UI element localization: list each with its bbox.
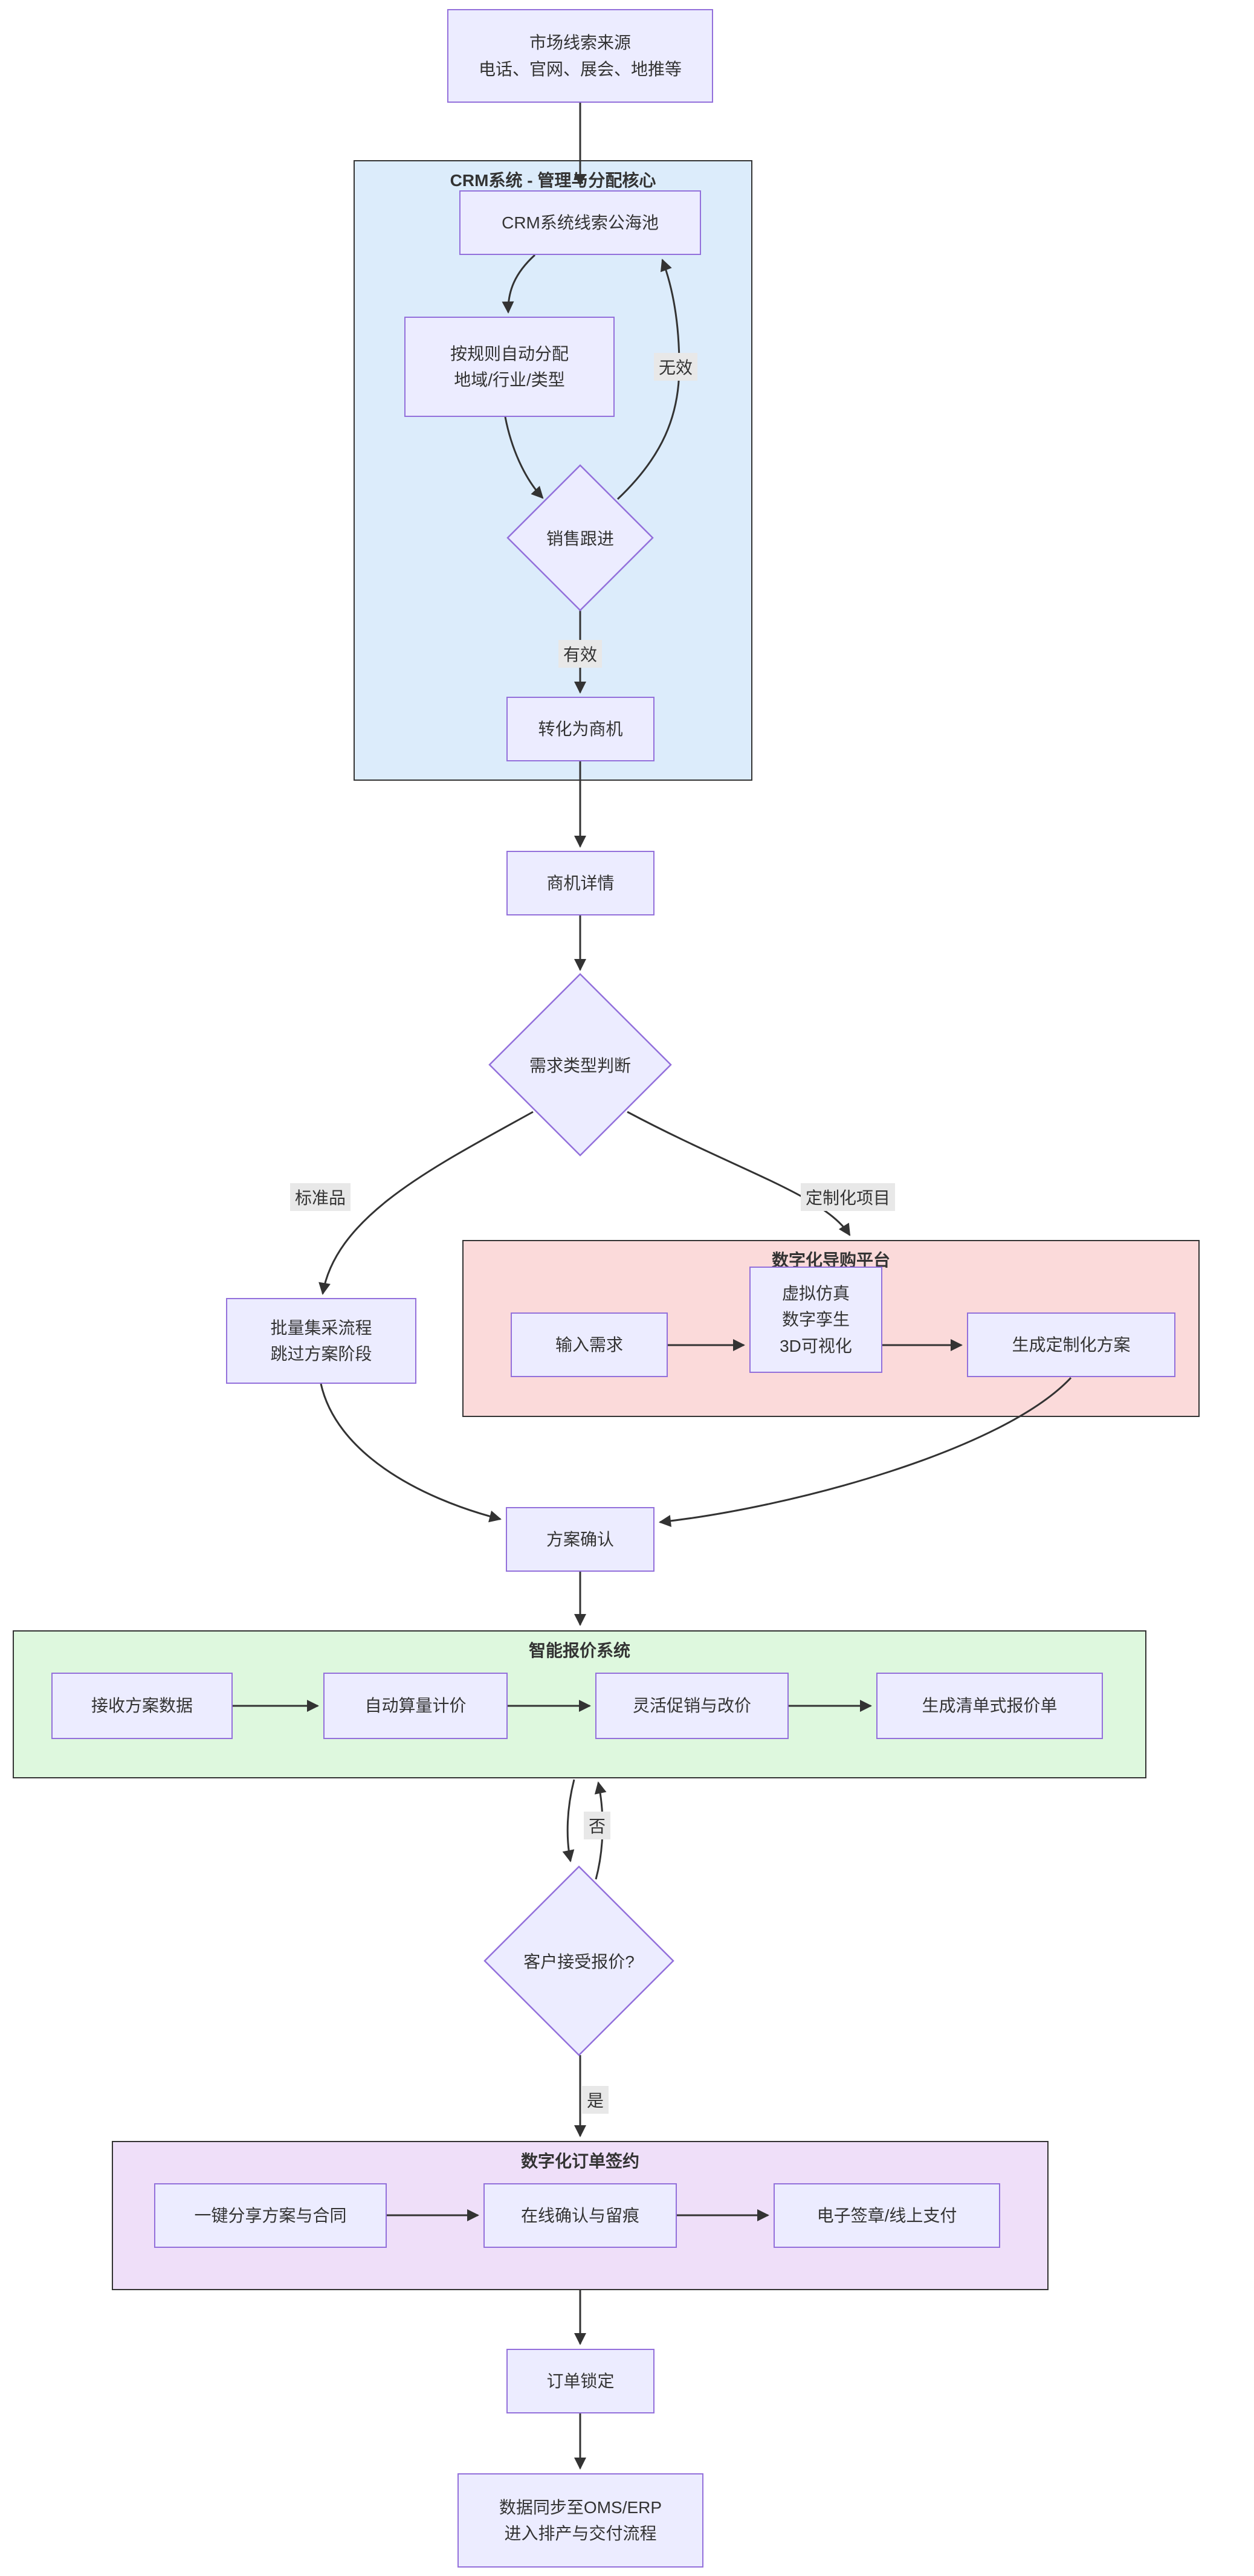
smart-quote-subgraph-title: 智能报价系统 (528, 1641, 630, 1660)
node-plan-confirmation: 方案确认 (506, 1507, 654, 1572)
node-online-confirmation-label: 在线确认与留痕 (520, 2206, 639, 2225)
crm-subgraph: CRM系统 - 管理与分配核心 (354, 160, 752, 781)
node-auto-pricing-label: 自动算量计价 (364, 1696, 467, 1716)
node-simulation-line1: 虚拟仿真 (781, 1283, 850, 1303)
node-sync-line2: 进入排产与交付流程 (504, 2524, 657, 2543)
edge-gencustom-to-confirm (659, 1377, 1072, 1527)
node-itemized-quotation-label: 生成清单式报价单 (922, 1696, 1058, 1716)
node-market-line2: 电话、官网、展会、地推等 (478, 59, 682, 79)
node-auto-assign-line1: 按规则自动分配 (450, 344, 569, 363)
node-esign-payment-label: 电子签章/线上支付 (816, 2206, 957, 2225)
node-itemized-quotation: 生成清单式报价单 (876, 1673, 1103, 1739)
accept-diamond (483, 1865, 674, 2056)
edge-label-standard-product: 标准品 (289, 1183, 351, 1211)
node-input-requirements: 输入需求 (511, 1312, 668, 1377)
node-flexible-promotion: 灵活促销与改价 (595, 1673, 789, 1739)
crm-subgraph-title: CRM系统 - 管理与分配核心 (450, 171, 656, 190)
node-batch-line2: 跳过方案阶段 (270, 1344, 372, 1363)
node-generate-custom-plan-label: 生成定制化方案 (1012, 1335, 1131, 1354)
node-auto-assign-rules: 按规则自动分配 地域/行业/类型 (404, 317, 615, 417)
node-convert-label: 转化为商机 (538, 719, 623, 738)
node-simulation-line3: 3D可视化 (780, 1336, 852, 1355)
node-sync-line1: 数据同步至OMS/ERP (499, 2497, 662, 2517)
accept-diamond-label: 客户接受报价? (523, 1952, 635, 1971)
node-input-requirements-label: 输入需求 (555, 1335, 623, 1354)
node-auto-pricing: 自动算量计价 (323, 1673, 508, 1739)
edge-demandtype-custom-to-guide (627, 1111, 851, 1236)
node-batch-line1: 批量集采流程 (270, 1318, 372, 1337)
node-opportunity-detail: 商机详情 (506, 851, 654, 915)
edge-pool-to-assign (502, 254, 536, 314)
node-simulation-line2: 数字孪生 (781, 1310, 850, 1329)
node-auto-assign-line2: 地域/行业/类型 (454, 370, 565, 389)
node-flexible-promotion-label: 灵活促销与改价 (632, 1696, 751, 1716)
digital-order-sign-subgraph-title: 数字化订单签约 (520, 2152, 639, 2171)
edge-label-invalid: 无效 (653, 353, 698, 381)
edge-assign-to-followup (504, 416, 544, 499)
node-market-line1: 市场线索来源 (529, 33, 631, 53)
edge-demandtype-standard-to-batch (318, 1111, 534, 1295)
node-virtual-simulation: 虚拟仿真 数字孪生 3D可视化 (749, 1267, 882, 1373)
demandtype-diamond (488, 973, 672, 1157)
node-plan-confirmation-label: 方案确认 (546, 1529, 614, 1549)
edge-quote-to-accept (562, 1779, 575, 1862)
edge-batch-to-confirm (320, 1383, 502, 1523)
node-batch-procurement: 批量集采流程 跳过方案阶段 (226, 1298, 416, 1384)
demandtype-diamond-label: 需求类型判断 (529, 1056, 632, 1075)
node-market-lead-sources: 市场线索来源 电话、官网、展会、地推等 (447, 9, 713, 103)
node-opportunity-label: 商机详情 (546, 873, 615, 893)
edge-label-valid: 有效 (558, 640, 603, 668)
node-sync-oms-erp: 数据同步至OMS/ERP 进入排产与交付流程 (457, 2473, 703, 2568)
digital-guide-subgraph-title: 数字化导购平台 (771, 1251, 890, 1270)
node-receive-plan-data: 接收方案数据 (51, 1673, 233, 1739)
node-order-lock-label: 订单锁定 (546, 2371, 615, 2390)
node-convert-to-opportunity: 转化为商机 (506, 697, 654, 761)
followup-diamond-label: 销售跟进 (546, 529, 615, 548)
edge-label-no: 否 (583, 1812, 611, 1839)
node-online-confirmation: 在线确认与留痕 (483, 2183, 677, 2248)
node-generate-custom-plan: 生成定制化方案 (967, 1312, 1175, 1377)
node-oneclick-share-label: 一键分享方案与合同 (194, 2206, 347, 2225)
followup-diamond (506, 464, 654, 612)
node-order-lock: 订单锁定 (506, 2349, 654, 2413)
node-esign-payment: 电子签章/线上支付 (774, 2183, 1000, 2248)
node-oneclick-share: 一键分享方案与合同 (154, 2183, 387, 2248)
node-crm-lead-pool: CRM系统线索公海池 (459, 190, 701, 255)
edge-label-custom-project: 定制化项目 (800, 1183, 896, 1211)
edge-label-yes: 是 (581, 2086, 609, 2114)
node-crm-lead-pool-label: CRM系统线索公海池 (502, 213, 659, 232)
node-receive-plan-data-label: 接收方案数据 (91, 1696, 193, 1716)
